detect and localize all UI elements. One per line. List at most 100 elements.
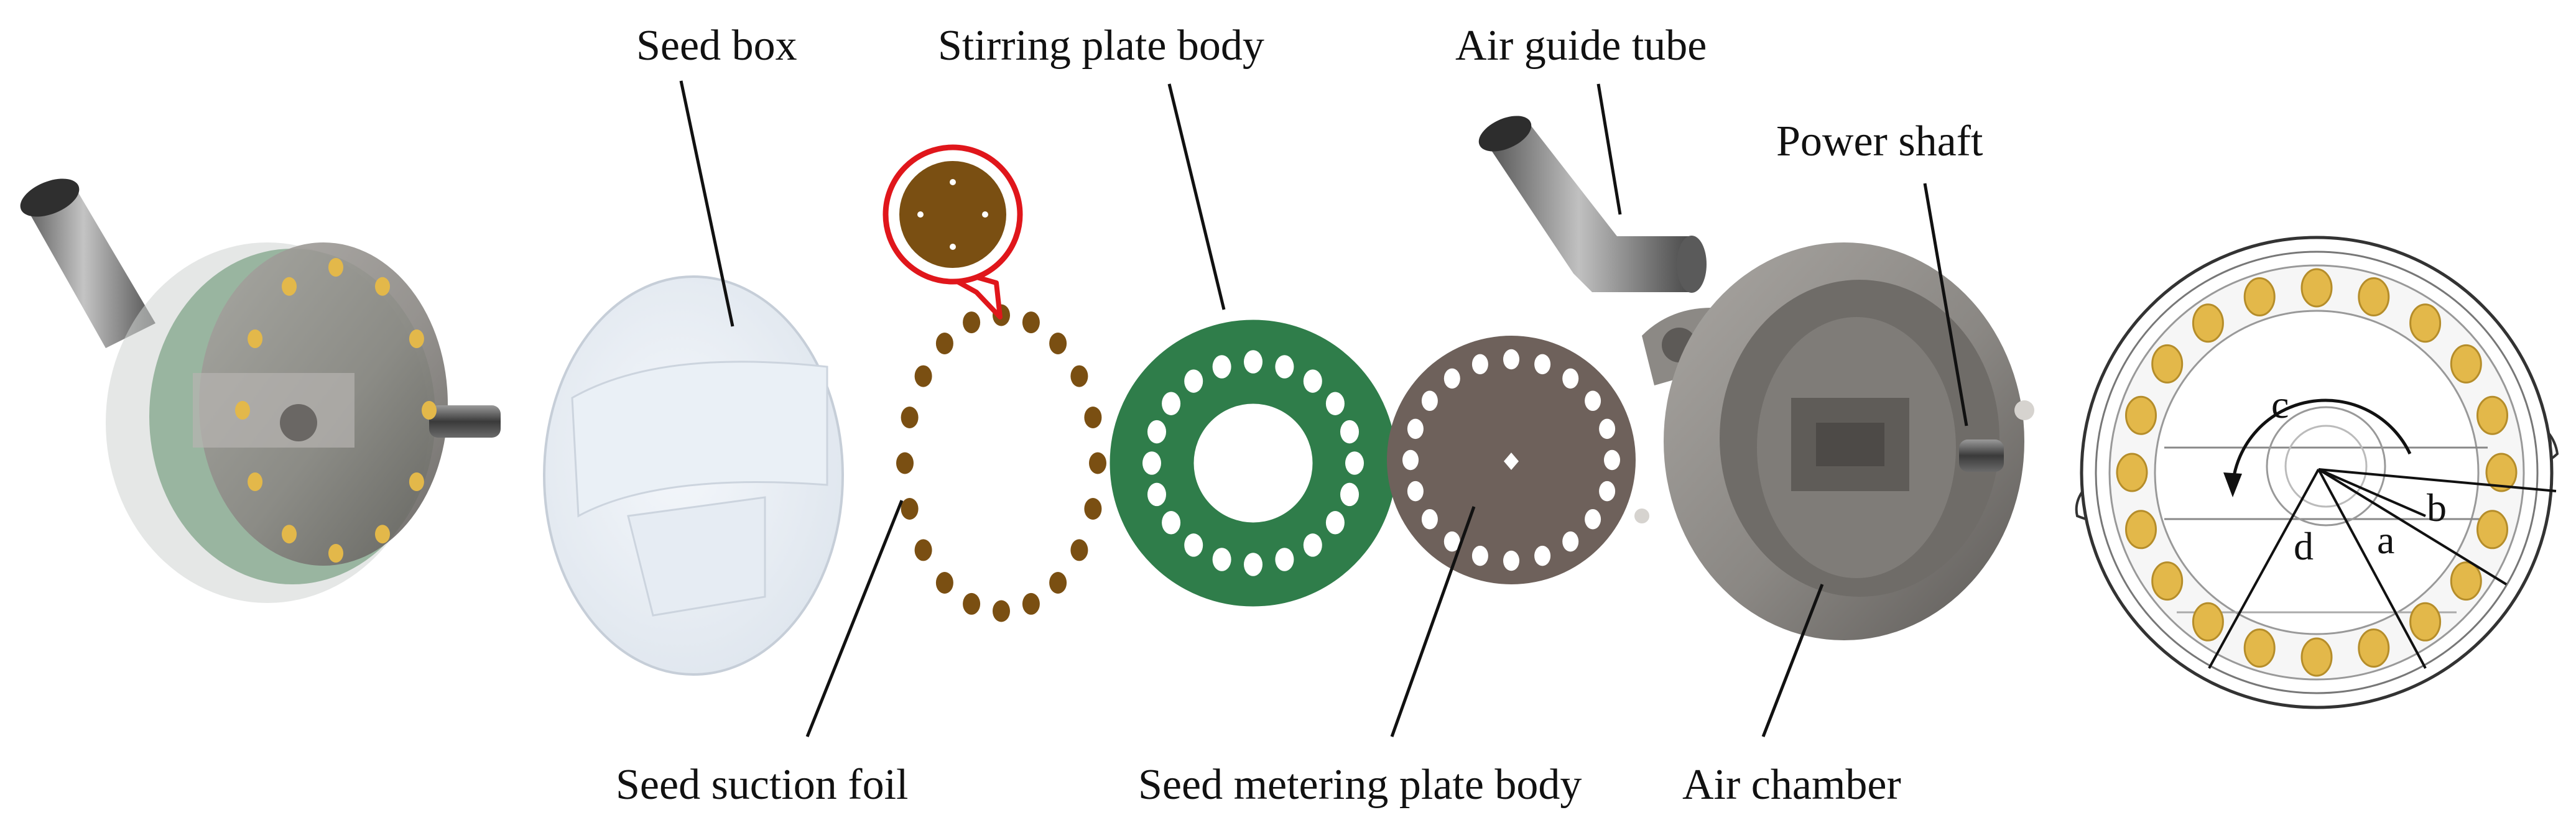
leader-lines	[679, 80, 1968, 737]
label-seed-metering-plate-body: Seed metering plate body	[1138, 761, 1582, 809]
foil-dot	[963, 311, 981, 334]
section-seed-hole	[2125, 395, 2157, 435]
foil-dot	[914, 365, 932, 387]
stirring-plate-hole	[1340, 420, 1359, 444]
stirring-plate-hole	[1244, 553, 1263, 576]
section-seed-hole	[2151, 344, 2184, 384]
section-seed-hole	[2358, 277, 2390, 316]
foil-magnified-callout	[883, 144, 1023, 320]
foil-dot	[1022, 592, 1040, 615]
assembled-seed-hole	[235, 401, 250, 420]
section-seed-hole	[2476, 510, 2508, 550]
assembled-seed-hole	[409, 329, 424, 348]
stirring-plate-hole	[1212, 355, 1231, 379]
section-seed-hole	[2243, 277, 2276, 316]
foil-dot	[1070, 365, 1088, 387]
metering-plate-hole	[1402, 449, 1419, 471]
stirring-plate-hole	[1325, 511, 1345, 535]
stirring-plate-hole	[1162, 511, 1181, 535]
section-seed-hole	[2192, 602, 2224, 642]
air-chamber	[1634, 242, 2034, 640]
foil-dot	[1049, 333, 1067, 354]
metering-plate-hole	[1534, 354, 1551, 375]
air-guide-tube	[1478, 116, 1707, 293]
foil-dot	[914, 539, 932, 561]
assembled-seed-hole	[248, 329, 263, 348]
stirring-plate-hole	[1162, 392, 1181, 415]
stirring-plate-hole	[1303, 369, 1322, 393]
foil-dot	[901, 498, 919, 520]
section-seed-hole	[2300, 268, 2333, 308]
seed-suction-foil	[896, 304, 1106, 622]
foil-dot	[1089, 452, 1106, 474]
seed-box	[543, 275, 844, 676]
stirring-plate-hole	[1325, 392, 1345, 415]
stirring-plate-hole	[1184, 369, 1203, 393]
angle-label-b: b	[2427, 486, 2447, 530]
stirring-plate-hole	[1275, 355, 1294, 379]
section-seed-hole	[2125, 510, 2157, 550]
metering-plate-hole	[1503, 349, 1519, 370]
metering-plate-hole	[1585, 390, 1601, 412]
section-view	[2075, 236, 2559, 709]
section-seed-hole	[2358, 628, 2390, 668]
metering-plate-hole	[1443, 368, 1460, 389]
angle-label-c: c	[2271, 382, 2289, 426]
label-seed-suction-foil: Seed suction foil	[616, 761, 908, 809]
foil-dot	[901, 407, 919, 428]
stirring-plate-hole	[1303, 533, 1322, 557]
assembled-seed-hole	[328, 544, 343, 563]
assembled-seed-hole	[282, 525, 297, 544]
foil-dot	[963, 592, 981, 615]
section-seed-hole	[2409, 303, 2442, 343]
metering-plate-hole	[1585, 509, 1601, 530]
metering-plate-hole	[1562, 531, 1579, 552]
assembled-seed-hole	[248, 472, 263, 491]
stirring-plate-hole	[1147, 482, 1166, 507]
foil-dot	[935, 333, 953, 354]
section-seed-hole	[2192, 303, 2224, 343]
section-seed-hole	[2243, 628, 2276, 668]
metering-plate-hole	[1562, 368, 1579, 389]
metering-plate-hole	[1443, 531, 1460, 552]
metering-plate-hole	[1407, 418, 1424, 440]
section-seed-hole	[2476, 395, 2508, 435]
assembled-seed-hole	[375, 525, 390, 544]
label-air-guide-tube: Air guide tube	[1455, 22, 1707, 70]
metering-plate-hole	[1604, 449, 1620, 471]
assembled-seed-hole	[375, 277, 390, 296]
stirring-plate-body	[1110, 320, 1397, 607]
assembled-seed-holes	[235, 258, 437, 563]
assembled-device	[20, 178, 501, 603]
metering-plate-hole	[1599, 481, 1616, 502]
label-air-chamber: Air chamber	[1682, 761, 1901, 809]
section-seed-hole	[2450, 561, 2482, 601]
section-seed-hole	[2450, 344, 2482, 384]
label-stirring-plate-body: Stirring plate body	[938, 22, 1264, 70]
metering-plate-hole	[1471, 545, 1488, 566]
metering-plate-hole	[1599, 418, 1616, 440]
stirring-plate-hole	[1147, 420, 1166, 444]
stirring-plate-hole	[1275, 548, 1294, 571]
foil-dot	[993, 600, 1010, 622]
metering-plate-hole	[1471, 354, 1488, 375]
metering-plate-hole	[1407, 481, 1424, 502]
assembled-seed-hole	[328, 258, 343, 277]
foil-dot	[896, 452, 914, 474]
stirring-plate-hole	[1212, 548, 1231, 571]
foil-dot	[1022, 311, 1040, 334]
section-seed-hole	[2300, 637, 2333, 677]
stirring-plate-hole	[1184, 533, 1203, 557]
metering-plate-hole	[1503, 550, 1519, 571]
foil-dot	[1084, 498, 1102, 520]
foil-dot	[935, 572, 953, 594]
label-seed-box: Seed box	[636, 22, 797, 70]
foil-dot	[1049, 572, 1067, 594]
stirring-plate-hole	[1345, 451, 1364, 475]
assembled-seed-hole	[422, 401, 437, 420]
metering-plate-hole	[1421, 390, 1438, 412]
metering-plate-hole	[1534, 545, 1551, 566]
stirring-plate-hole	[1340, 482, 1359, 507]
stirring-plate-hole	[1244, 350, 1263, 374]
